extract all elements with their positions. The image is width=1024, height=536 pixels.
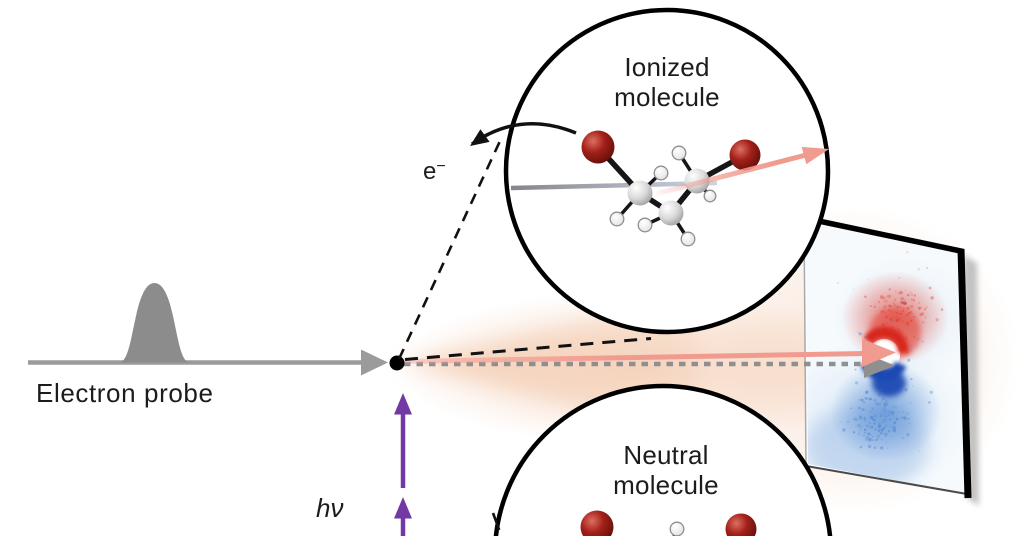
rotation-arrowhead-icon bbox=[470, 129, 490, 146]
atom-hydrogen-icon bbox=[653, 165, 669, 181]
atom-bromine-icon bbox=[581, 130, 615, 164]
callout-dashed-line-upper bbox=[404, 337, 652, 361]
scattered-electron-label: e− bbox=[423, 158, 446, 185]
atom-carbon-icon bbox=[627, 180, 653, 206]
atom-bromine-icon bbox=[725, 513, 757, 536]
detector-left-edge bbox=[803, 217, 807, 467]
neutral-molecule-circle bbox=[493, 383, 833, 536]
ion-trajectory-arrow bbox=[401, 339, 896, 367]
neutral-label-line2: molecule bbox=[613, 470, 719, 500]
recoil-arrow bbox=[654, 146, 829, 197]
neutral-molecule-label: Neutral molecule bbox=[556, 440, 776, 500]
pump-photon-arrows bbox=[394, 393, 412, 536]
ionized-label-line1: Ionized bbox=[624, 52, 710, 82]
ionized-molecule-model bbox=[470, 122, 829, 247]
callout-dashed-line-lower bbox=[491, 512, 503, 536]
superscript-minus: − bbox=[436, 158, 446, 175]
atom-hydrogen-icon bbox=[680, 231, 696, 247]
detector-right-edge bbox=[957, 248, 972, 499]
molecular-axis-line bbox=[510, 180, 718, 191]
rotation-arrow bbox=[470, 122, 577, 146]
ionized-label-line2: molecule bbox=[614, 82, 720, 112]
scattered-electron-dashed-line bbox=[397, 140, 502, 360]
probe-arrowhead-icon bbox=[361, 349, 388, 376]
hydrogen-atoms bbox=[609, 145, 717, 247]
neutral-label-line1: Neutral bbox=[623, 440, 709, 470]
detector-bottom-edge bbox=[805, 465, 968, 495]
ionized-molecule-label: Ionized molecule bbox=[557, 52, 777, 112]
pump-arrow-lower-head-icon bbox=[394, 497, 412, 519]
atom-carbon-icon bbox=[658, 200, 684, 226]
neutral-molecule-model bbox=[580, 510, 757, 536]
atom-bromine-icon bbox=[729, 139, 761, 171]
electron-probe-label: Electron probe bbox=[36, 378, 214, 408]
atom-bromine-icon bbox=[580, 510, 614, 536]
detector-top-edge bbox=[801, 214, 964, 255]
atom-hydrogen-icon bbox=[637, 217, 653, 233]
pump-arrow-upper-head-icon bbox=[394, 393, 412, 415]
atom-hydrogen-icon bbox=[669, 521, 685, 536]
atom-hydrogen-icon bbox=[703, 189, 717, 203]
atom-hydrogen-icon bbox=[671, 145, 687, 161]
interaction-point-dot bbox=[389, 355, 405, 371]
photon-label: hν bbox=[316, 493, 344, 523]
atom-hydrogen-icon bbox=[609, 211, 625, 227]
electron-probe-beam bbox=[28, 283, 388, 376]
electron-pulse bbox=[119, 283, 190, 363]
